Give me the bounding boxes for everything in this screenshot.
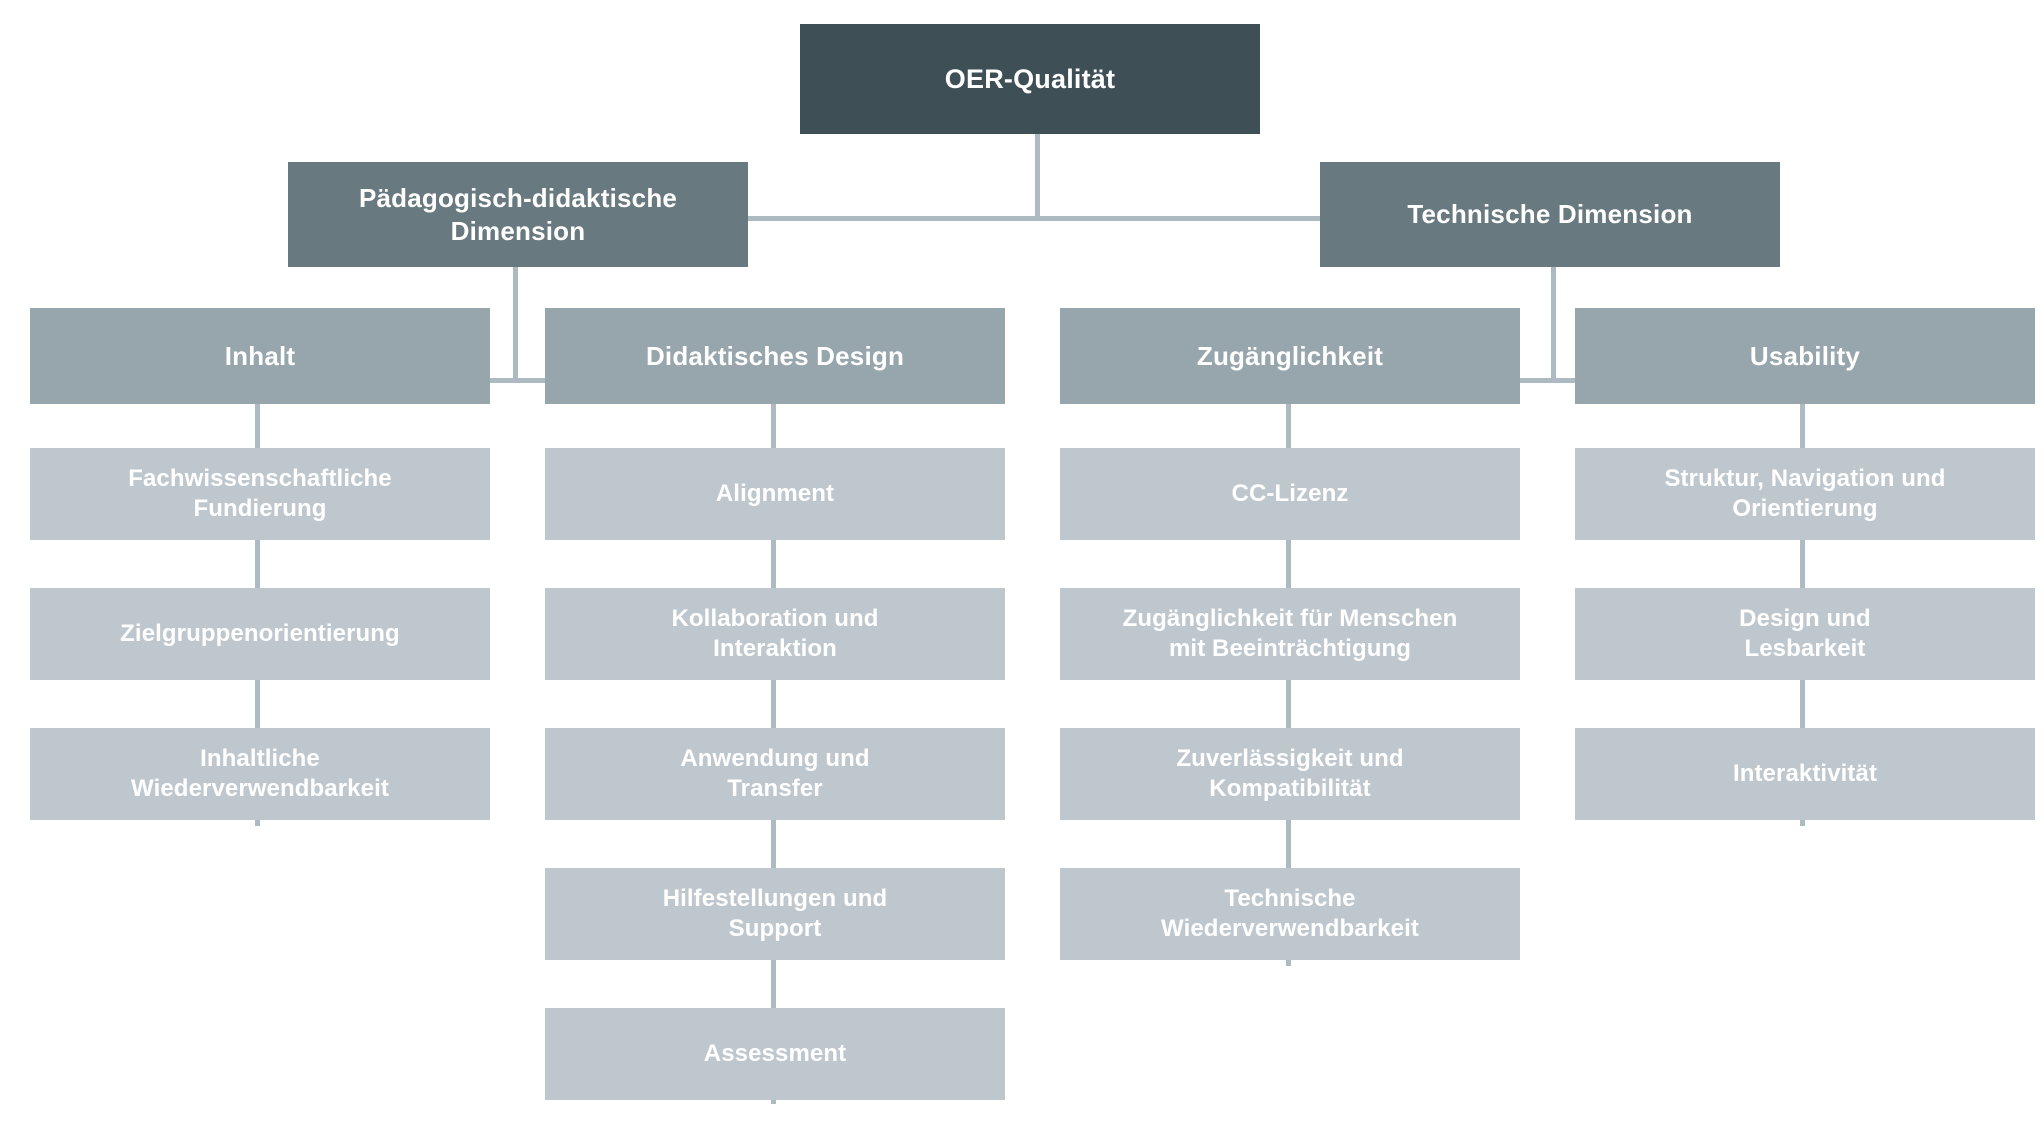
node-leaf-assessment[interactable]: Assessment: [545, 1008, 1005, 1100]
node-leaf-inhaltliche-wiederverwendbarkeit[interactable]: Inhaltliche Wiederverwendbarkeit: [30, 728, 490, 820]
node-leaf-anwendung-und-transfer[interactable]: Anwendung und Transfer: [545, 728, 1005, 820]
connector-dim-left-split: [480, 378, 550, 383]
node-leaf-interaktivitaet[interactable]: Interaktivität: [1575, 728, 2035, 820]
connector-dim-right-down: [1551, 267, 1556, 382]
node-leaf-fachwissenschaftliche-fundierung[interactable]: Fachwissenschaftliche Fundierung: [30, 448, 490, 540]
node-leaf-zugaenglichkeit-fuer-menschen-mit-beeintraechtigung[interactable]: Zugänglichkeit für Menschen mit Beeinträ…: [1060, 588, 1520, 680]
node-leaf-technische-wiederverwendbarkeit[interactable]: Technische Wiederverwendbarkeit: [1060, 868, 1520, 960]
node-category-usability[interactable]: Usability: [1575, 308, 2035, 404]
node-leaf-alignment[interactable]: Alignment: [545, 448, 1005, 540]
node-category-zugaenglichkeit[interactable]: Zugänglichkeit: [1060, 308, 1520, 404]
node-root-oer-qualitaet[interactable]: OER-Qualität: [800, 24, 1260, 134]
node-leaf-cc-lizenz[interactable]: CC-Lizenz: [1060, 448, 1520, 540]
node-category-inhalt[interactable]: Inhalt: [30, 308, 490, 404]
connector-root-down: [1035, 134, 1040, 218]
connector-dim-left-down: [513, 267, 518, 382]
node-leaf-zielgruppenorientierung[interactable]: Zielgruppenorientierung: [30, 588, 490, 680]
connector-col3-spine: [1286, 404, 1291, 966]
node-leaf-hilfestellungen-und-support[interactable]: Hilfestellungen und Support: [545, 868, 1005, 960]
node-leaf-struktur-navigation-und-orientierung[interactable]: Struktur, Navigation und Orientierung: [1575, 448, 2035, 540]
node-leaf-design-und-lesbarkeit[interactable]: Design und Lesbarkeit: [1575, 588, 2035, 680]
node-dimension-technisch[interactable]: Technische Dimension: [1320, 162, 1780, 267]
node-leaf-zuverlaessigkeit-und-kompatibilitaet[interactable]: Zuverlässigkeit und Kompatibilität: [1060, 728, 1520, 820]
node-leaf-kollaboration-und-interaktion[interactable]: Kollaboration und Interaktion: [545, 588, 1005, 680]
connector-dim-right-split: [1518, 378, 1588, 383]
node-category-didaktisches-design[interactable]: Didaktisches Design: [545, 308, 1005, 404]
node-dimension-paedagogisch-didaktisch[interactable]: Pädagogisch-didaktische Dimension: [288, 162, 748, 267]
connector-root-horizontal: [515, 216, 1555, 221]
